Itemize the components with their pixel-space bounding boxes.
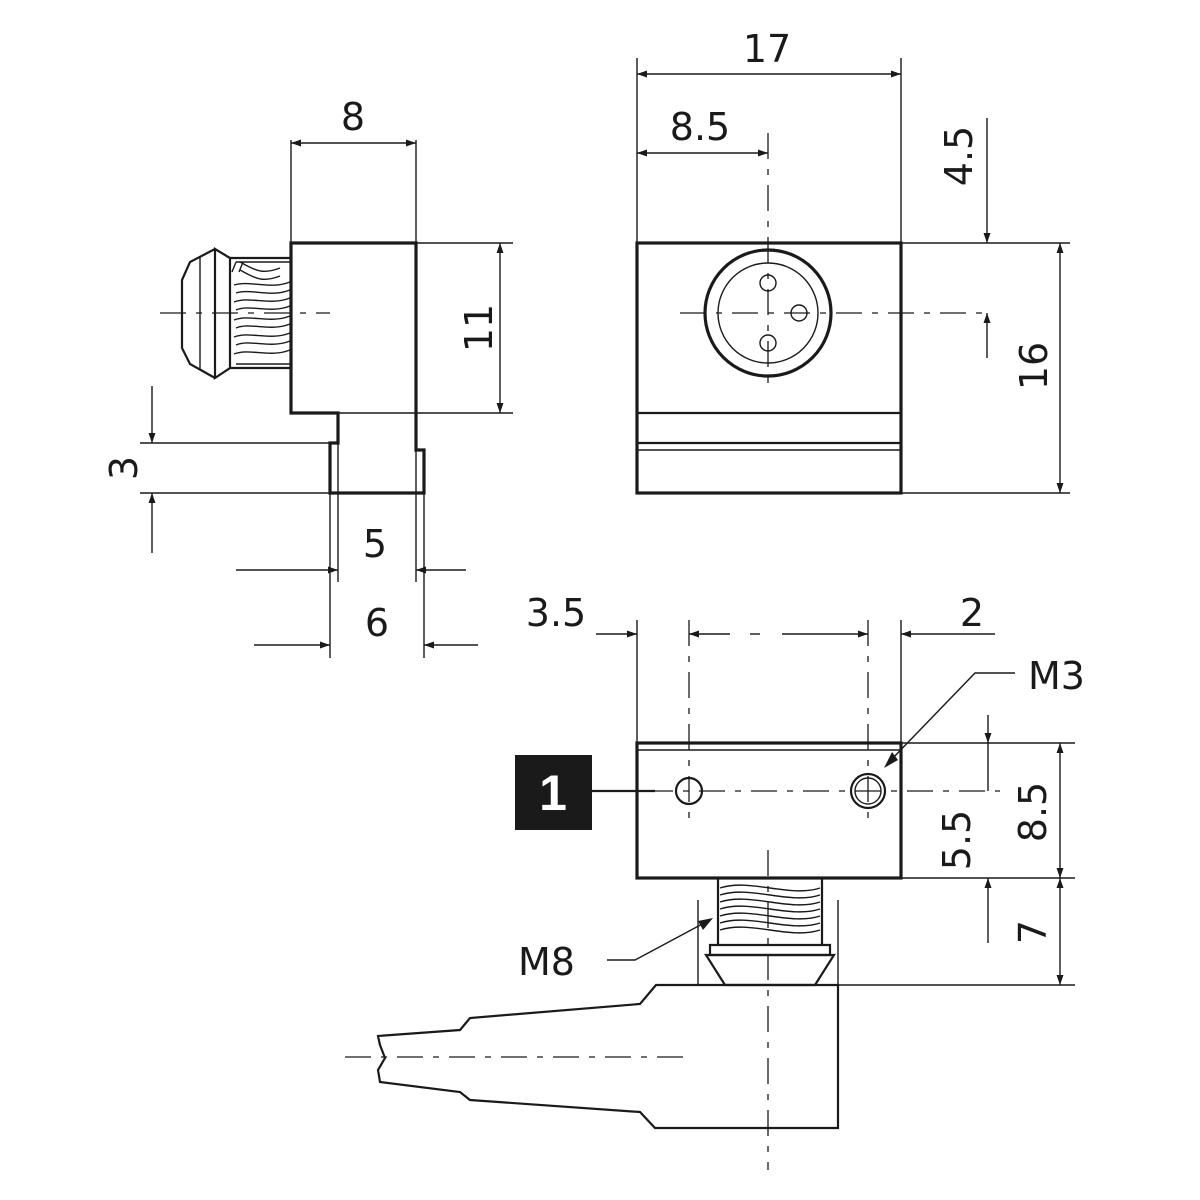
side-body-outline — [289, 241, 426, 495]
dim-bottom-hole: 5.5 — [935, 810, 979, 870]
dim-front-height: 16 — [1012, 342, 1056, 390]
side-connector — [180, 247, 293, 381]
label-connector: M8 — [518, 940, 575, 984]
dim-front-offset: 4.5 — [937, 126, 981, 186]
mount-hole-right — [849, 772, 887, 810]
dim-front-width: 17 — [743, 27, 791, 71]
front-body — [635, 241, 903, 495]
callout-box — [515, 755, 592, 830]
dim-side-outer: 6 — [365, 601, 389, 645]
dim-bottom-right: 2 — [960, 591, 984, 635]
dim-bottom-left: 3.5 — [526, 591, 586, 635]
bottom-view: 3.5 2 M3 M8 1 5.5 8.5 7 — [345, 591, 1085, 1170]
cable-housing — [345, 983, 840, 1130]
dim-side-inner: 5 — [363, 522, 387, 566]
bottom-connector — [697, 878, 839, 987]
dim-front-center: 8.5 — [670, 105, 730, 149]
bottom-body — [635, 741, 903, 880]
dim-bottom-thread: 7 — [1011, 920, 1055, 944]
callout-number: 1 — [539, 765, 567, 821]
dim-side-height: 11 — [457, 304, 501, 352]
dim-bottom-height: 8.5 — [1011, 782, 1055, 842]
label-screw: M3 — [1028, 654, 1085, 698]
dim-side-step: 3 — [102, 456, 146, 480]
dim-side-width: 8 — [341, 95, 365, 139]
front-view: 17 8.5 4.5 16 — [635, 27, 1070, 495]
side-view: 8 11 3 5 6 — [102, 95, 513, 658]
